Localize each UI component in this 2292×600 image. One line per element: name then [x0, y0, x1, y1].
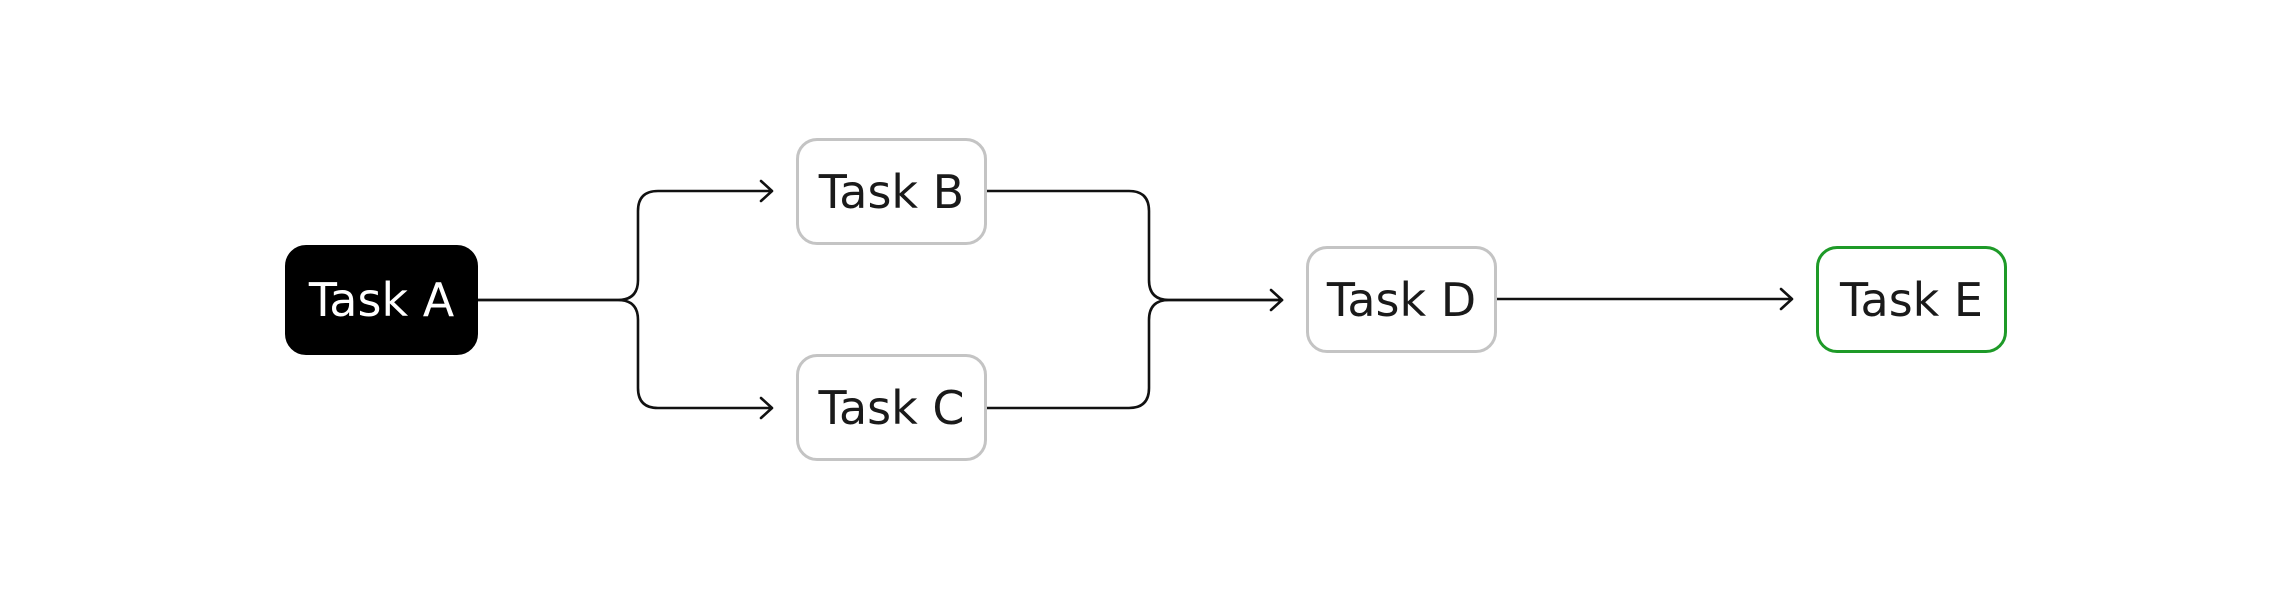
task-d-label: Task D	[1326, 272, 1477, 327]
task-a-label: Task A	[308, 273, 455, 327]
edge-c-to-d	[985, 298, 1284, 410]
task-e-label: Task E	[1840, 272, 1983, 327]
task-b-node[interactable]: Task B	[796, 138, 987, 245]
task-a-node[interactable]: Task A	[285, 245, 478, 355]
task-c-label: Task C	[818, 380, 965, 435]
edge-d-to-e	[1495, 287, 1794, 311]
task-d-node[interactable]: Task D	[1306, 246, 1497, 353]
task-b-label: Task B	[818, 164, 965, 219]
edge-a-to-c	[476, 298, 774, 420]
edge-b-to-d	[985, 189, 1284, 312]
task-c-node[interactable]: Task C	[796, 354, 987, 461]
task-e-node[interactable]: Task E	[1816, 246, 2007, 353]
edge-a-to-b	[476, 179, 774, 302]
